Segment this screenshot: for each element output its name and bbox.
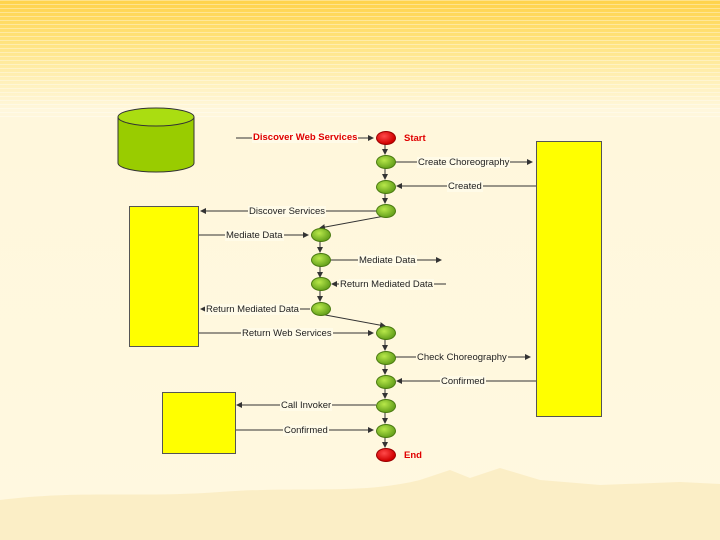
flow-node [311, 228, 331, 242]
call-invoker-label: Call Invoker [280, 400, 333, 411]
flow-node [376, 375, 396, 389]
start-node [376, 131, 396, 145]
flow-node [376, 204, 396, 218]
flow-node [376, 180, 396, 194]
flow-node [376, 155, 396, 169]
mediator-box [129, 206, 199, 347]
flow-node [311, 253, 331, 267]
return-mediated-data-label-2: Return Mediated Data [205, 304, 300, 315]
end-node [376, 448, 396, 462]
check-choreography-label: Check Choreography [416, 352, 508, 363]
return-mediated-data-label-1: Return Mediated Data [339, 279, 434, 290]
header-stripes [0, 0, 720, 120]
flow-node [311, 277, 331, 291]
flow-node [376, 326, 396, 340]
created-label: Created [447, 181, 483, 192]
start-label: Start [404, 133, 426, 144]
confirmed-label-2: Confirmed [283, 425, 329, 436]
mediate-data-label-1: Mediate Data [225, 230, 284, 241]
discover-web-services-label: Discover Web Services [252, 132, 359, 143]
flow-node [376, 351, 396, 365]
flow-node [376, 399, 396, 413]
database-cylinder-icon [117, 107, 195, 173]
confirmed-label-1: Confirmed [440, 376, 486, 387]
discover-services-label: Discover Services [248, 206, 327, 217]
flow-node [376, 424, 396, 438]
end-label: End [404, 450, 422, 461]
flow-node [311, 302, 331, 316]
mediate-data-label-2: Mediate Data [358, 255, 417, 266]
choreography-box [536, 141, 602, 417]
create-choreography-label: Create Choreography [417, 157, 511, 168]
return-web-services-label: Return Web Services [241, 328, 333, 339]
invoker-box [162, 392, 236, 454]
background-skyline-decoration [0, 468, 720, 540]
